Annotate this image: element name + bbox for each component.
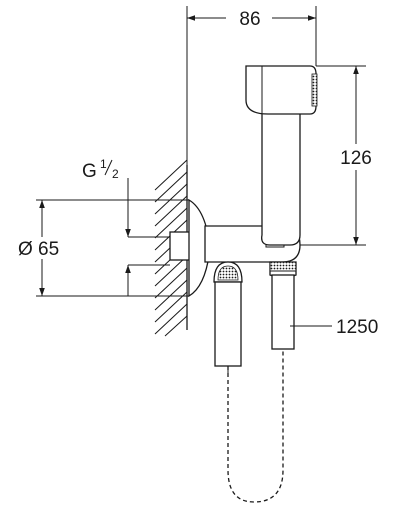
hand-shower (245, 65, 318, 246)
dimension-height: 126 (300, 65, 382, 246)
height-value: 126 (340, 148, 372, 169)
width-value: 86 (239, 9, 260, 30)
hose-sleeve-left (214, 281, 242, 367)
dimension-hose-length: 1250 (290, 317, 378, 338)
dimension-thread: G 1 2 (82, 157, 170, 296)
shower-handle (261, 99, 301, 246)
hose-sleeve-right (271, 274, 295, 350)
wall (154, 159, 188, 337)
hose-length-value: 1250 (336, 317, 378, 338)
dimension-diameter: Ø 65 (16, 199, 189, 297)
thread-numerator: 1 (100, 157, 107, 171)
hose-connector-left (213, 261, 243, 367)
hose-nut-right-knurl (269, 261, 297, 272)
thread-denominator: 2 (112, 167, 119, 181)
hose-connector-right (269, 261, 297, 350)
hose-loop (227, 349, 284, 503)
shower-head (245, 65, 317, 115)
wall-hatching (154, 159, 188, 337)
thread-prefix: G (82, 161, 97, 182)
diameter-value: Ø 65 (18, 239, 59, 260)
dimension-width: 86 (186, 6, 317, 165)
spray-face (311, 73, 318, 107)
